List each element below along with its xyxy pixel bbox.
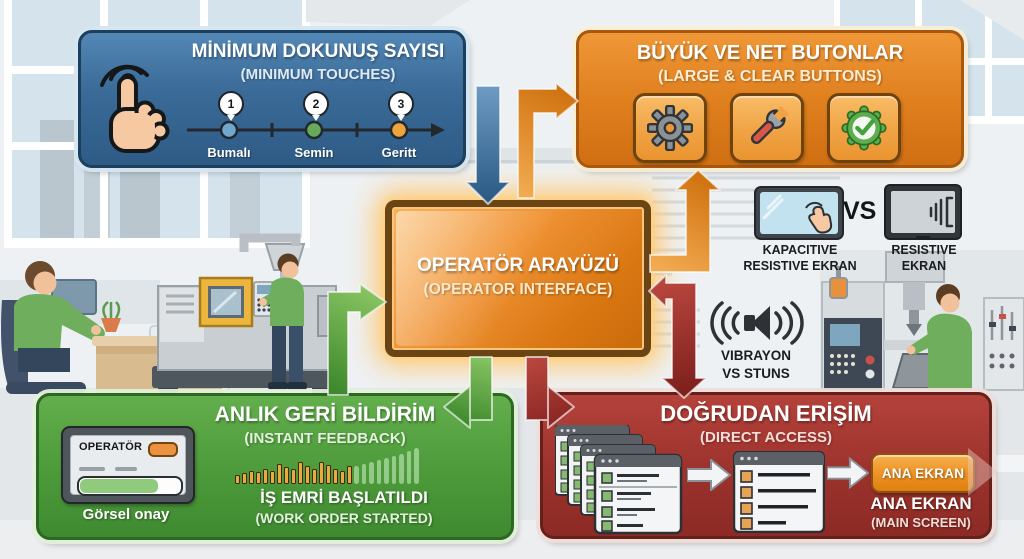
step-3-label: Geritt (381, 145, 417, 160)
min-touches-title: MİNİMUM DOKUNUŞ SAYISI (191, 41, 445, 62)
cnc-scene (820, 250, 1024, 472)
touch-timeline (187, 120, 445, 140)
panel-instant-feedback: ANLIK GERİ BİLDİRİM (INSTANT FEEDBACK) O… (36, 393, 514, 540)
instant-feedback-subtitle: (INSTANT FEEDBACK) (244, 430, 406, 447)
check-badge-icon (841, 105, 887, 151)
wrench-icon (750, 105, 790, 145)
capacitive-screen-glass (760, 192, 838, 234)
hand-touch-icon (100, 64, 170, 153)
step-2-label: Semin (294, 145, 334, 160)
step-2-badge: 2 (303, 91, 329, 121)
visual-confirm-caption: Görsel onay (82, 506, 170, 523)
confirm-button[interactable] (827, 93, 901, 163)
operator-interface-title: OPERATÖR ARAYÜZÜ (417, 255, 619, 276)
vibration-label: VIBRAYON VS STUNS (720, 348, 792, 381)
direct-access-subtitle: (DIRECT ACCESS) (700, 429, 832, 446)
resistive-label: RESISTIVE EKRAN (891, 243, 957, 273)
large-buttons-title: BÜYÜK VE NET BUTONLAR (636, 42, 904, 64)
hand-tap-icon (762, 194, 833, 234)
speaker-icon (710, 301, 804, 345)
work-order-subtitle: (WORK ORDER STARTED) (255, 510, 433, 526)
direct-access-title: DOĞRUDAN ERİŞİM (660, 401, 872, 426)
min-touches-subtitle: (MINIMUM TOUCHES) (240, 66, 396, 83)
display-dash (115, 467, 137, 471)
settings-button[interactable] (633, 93, 707, 163)
step-1-label: Bumalı (207, 145, 251, 160)
resistive-screen-glass (891, 191, 955, 233)
main-screen-button[interactable]: ANA EKRAN (871, 453, 975, 493)
capacitive-screen (754, 186, 844, 240)
tools-button[interactable] (730, 93, 804, 163)
panel-direct-access: DOĞRUDAN ERİŞİM (DIRECT ACCESS) (540, 392, 992, 539)
instant-feedback-title: ANLIK GERİ BİLDİRİM (214, 403, 436, 426)
panel-minimum-touches: MİNİMUM DOKUNUŞ SAYISI (MINIMUM TOUCHES)… (78, 30, 466, 168)
capacitive-label: KAPACITIVE RESISTIVE EKRAN (743, 243, 857, 273)
display-dash (79, 467, 105, 471)
operator-display-label: OPERATÖR (79, 441, 143, 453)
pressure-lines-icon (929, 196, 954, 228)
main-screen-caption-en: (MAIN SCREEN) (871, 515, 971, 530)
progress-fill (80, 479, 158, 493)
work-order-title: İŞ EMRİ BAŞLATILDI (260, 488, 428, 507)
single-window-icon (733, 451, 825, 533)
stacked-windows-icon (555, 425, 683, 535)
panel-large-buttons: BÜYÜK VE NET BUTONLAR (LARGE & CLEAR BUT… (576, 30, 964, 168)
main-screen-caption: ANA EKRAN (870, 494, 972, 513)
main-screen-button-label: ANA EKRAN (881, 465, 965, 481)
resistive-screen (884, 184, 962, 240)
panel-operator-interface: OPERATÖR ARAYÜZÜ (OPERATOR INTERFACE) (385, 200, 651, 357)
flow-arrow-icon (687, 459, 731, 491)
gear-icon (647, 105, 693, 151)
operator-display-pill (148, 442, 178, 457)
vs-label: VS (843, 197, 877, 225)
flow-arrow-icon (827, 457, 869, 489)
step-1-badge: 1 (218, 91, 244, 121)
operator-display-screen: OPERATÖR (70, 435, 186, 496)
operator-display: OPERATÖR (61, 426, 195, 504)
operator-interface-subtitle: (OPERATOR INTERFACE) (423, 281, 613, 298)
step-3-badge: 3 (388, 91, 414, 121)
large-buttons-subtitle: (LARGE & CLEAR BUTTONS) (658, 68, 882, 85)
progress-bar (77, 476, 183, 496)
feedback-bars (235, 446, 431, 484)
